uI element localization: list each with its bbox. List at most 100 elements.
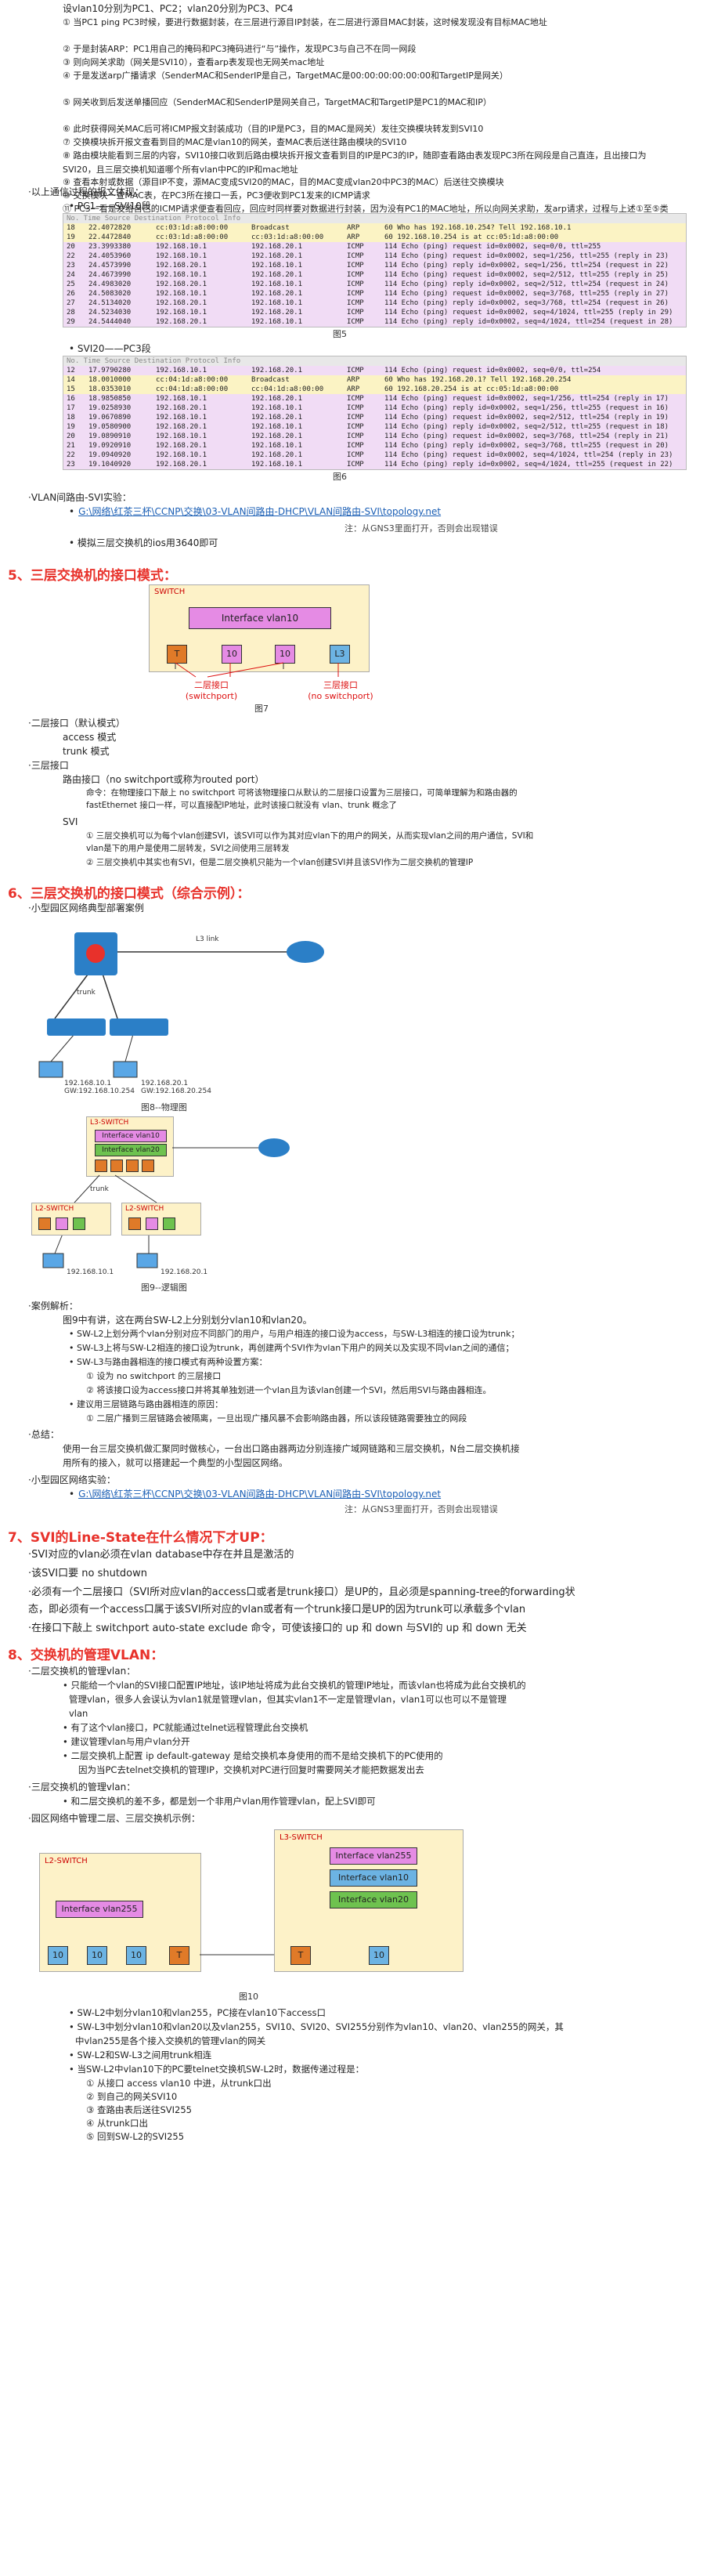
packet-time: 19.0940920 <box>88 451 132 459</box>
port-access-10: 10 <box>275 645 295 664</box>
condition: ·在接口下敲上 switchport auto-state exclude 命令… <box>28 1623 527 1634</box>
packet-src: cc:03:1d:a8:00:00 <box>156 233 229 241</box>
packet-time: 24.5134020 <box>88 299 132 307</box>
switch-label: L3-SWITCH <box>90 1119 129 1127</box>
packet-src: 192.168.20.1 <box>156 442 207 450</box>
l2-interface-label: 二层接口(switchport) <box>185 680 238 701</box>
figure-caption: 图7 <box>254 704 269 714</box>
switch-label: L2-SWITCH <box>125 1205 164 1213</box>
condition: ·该SVI口要 no shutdown <box>28 1568 147 1579</box>
logical-links <box>42 1138 290 1268</box>
switch-label: SWITCH <box>154 588 186 596</box>
packet-proto: ICMP <box>347 451 364 459</box>
packet-dst: 192.168.20.1 <box>251 451 303 459</box>
section-heading: 8、交换机的管理VLAN： <box>8 1648 164 1663</box>
packet-info: 114 Echo (ping) request id=0x0002, seq=2… <box>384 271 669 279</box>
host-ip: 192.168.10.1 <box>64 1080 112 1087</box>
packet-src: 192.168.10.1 <box>156 252 207 260</box>
telnet-step: ③ 查路由表后送往SVI255 <box>86 2104 192 2115</box>
packet-proto: ARP <box>347 385 360 393</box>
packet-src: 192.168.10.1 <box>156 367 207 374</box>
segment-label: • SVI20——PC3段 <box>69 343 151 354</box>
capture-table-2: No. Time Source Destination Protocol Inf… <box>63 356 687 470</box>
packet-dst: 192.168.10.1 <box>251 442 303 450</box>
packet-src: 192.168.20.1 <box>156 318 207 326</box>
packet-time: 24.5234030 <box>88 309 132 317</box>
packet-info: 114 Echo (ping) request id=0x0002, seq=0… <box>384 367 601 374</box>
packet-info: 114 Echo (ping) request id=0x0002, seq=1… <box>384 252 669 260</box>
sub-heading: ·三层接口 <box>28 760 69 771</box>
packet-no: 18 <box>67 414 75 421</box>
sub-heading: ·三层交换机的管理vlan： <box>28 1782 136 1793</box>
telnet-step: ⑤ 回到SW-L2的SVI255 <box>86 2131 185 2142</box>
packet-proto: ICMP <box>347 414 364 421</box>
packet-dst: cc:03:1d:a8:00:00 <box>251 233 324 241</box>
packet-no: 14 <box>67 376 75 384</box>
packet-time: 24.4573990 <box>88 262 132 270</box>
capture-header: No. Time Source Destination Protocol Inf… <box>63 214 686 223</box>
packet-dst: 192.168.10.1 <box>251 404 303 412</box>
port-trunk: T <box>290 1946 311 1965</box>
sub-heading: ·案例解析： <box>28 1301 78 1312</box>
figure-caption: 图8--物理图 <box>141 1102 187 1113</box>
packet-dst: cc:04:1d:a8:00:00 <box>251 385 324 393</box>
packet-no: 12 <box>67 367 75 374</box>
bullet: • SW-L3上将与SW-L2相连的接口设为trunk，再创建两个SVI作为vl… <box>69 1343 514 1353</box>
mode-item: access 模式 <box>63 732 117 743</box>
process-step: ⑥ 此时获得网关MAC后可将ICMP报文封装成功（目的IP是PC3，目的MAC是… <box>63 124 484 134</box>
packet-src: 192.168.20.1 <box>156 280 207 288</box>
bullet: 因为当PC去telnet交换机的管理IP，交换机对PC进行回复时需要网关才能把数… <box>78 1764 424 1775</box>
packet-dst: 192.168.10.1 <box>251 461 303 469</box>
svi-desc: ② 三层交换机中其实也有SVI，但是二层交换机只能为一个vlan创建SVI并且该… <box>86 858 474 867</box>
note: 注：从GNS3里面打开，否则会出现错误 <box>344 523 498 534</box>
svi-vlan20: Interface vlan20 <box>95 1144 167 1156</box>
packet-no: 17 <box>67 404 75 412</box>
packet-src: cc:04:1d:a8:00:00 <box>156 385 229 393</box>
topology-link[interactable]: G:\网络\红茶三杯\CCNP\交换\03-VLAN间路由-DHCP\VLAN间… <box>78 506 442 517</box>
telnet-step: ② 到自己的网关SVI10 <box>86 2091 178 2102</box>
packet-src: 192.168.20.1 <box>156 404 207 412</box>
packet-dst: Broadcast <box>251 376 290 384</box>
port-trunk: T <box>167 645 187 664</box>
logical-topology: L3-SWITCH Interface vlan10 Interface vla… <box>31 1116 360 1281</box>
svi-vlan255: Interface vlan255 <box>330 1847 417 1865</box>
packet-proto: ICMP <box>347 299 364 307</box>
packet-info: 114 Echo (ping) request id=0x0002, seq=4… <box>384 309 673 317</box>
packet-proto: ICMP <box>347 243 364 251</box>
packet-time: 18.0353010 <box>88 385 132 393</box>
packet-dst: 192.168.20.1 <box>251 395 303 403</box>
telnet-step: ④ 从trunk口出 <box>86 2118 148 2129</box>
packet-proto: ICMP <box>347 318 364 326</box>
topology-link[interactable]: G:\网络\红茶三杯\CCNP\交换\03-VLAN间路由-DHCP\VLAN间… <box>78 1489 442 1500</box>
interface-mode-diagram: SWITCH Interface vlan10 T 10 10 L3 二层接口(… <box>149 584 384 701</box>
process-step: ④ 于是发送arp广播请求（SenderMAC和SenderIP是自己，Targ… <box>63 71 508 81</box>
process-step: ⑩ 交换模块一查MAC表，在PC3所在接口一丢，PC3便收到PC1发来的ICMP… <box>63 190 370 201</box>
packet-src: 192.168.10.1 <box>156 432 207 440</box>
bullet: 中vlan255是各个接入交换机的管理vlan的网关 <box>75 2035 266 2046</box>
process-step: ⑦ 交换模块拆开报文查看到目的MAC是vlan10的网关，查MAC表后送往路由模… <box>63 137 407 147</box>
port-access-10: 10 <box>222 645 242 664</box>
process-step: ③ 则向网关求助（网关是SVI10），查看arp表发现也无网关mac地址 <box>63 57 325 67</box>
